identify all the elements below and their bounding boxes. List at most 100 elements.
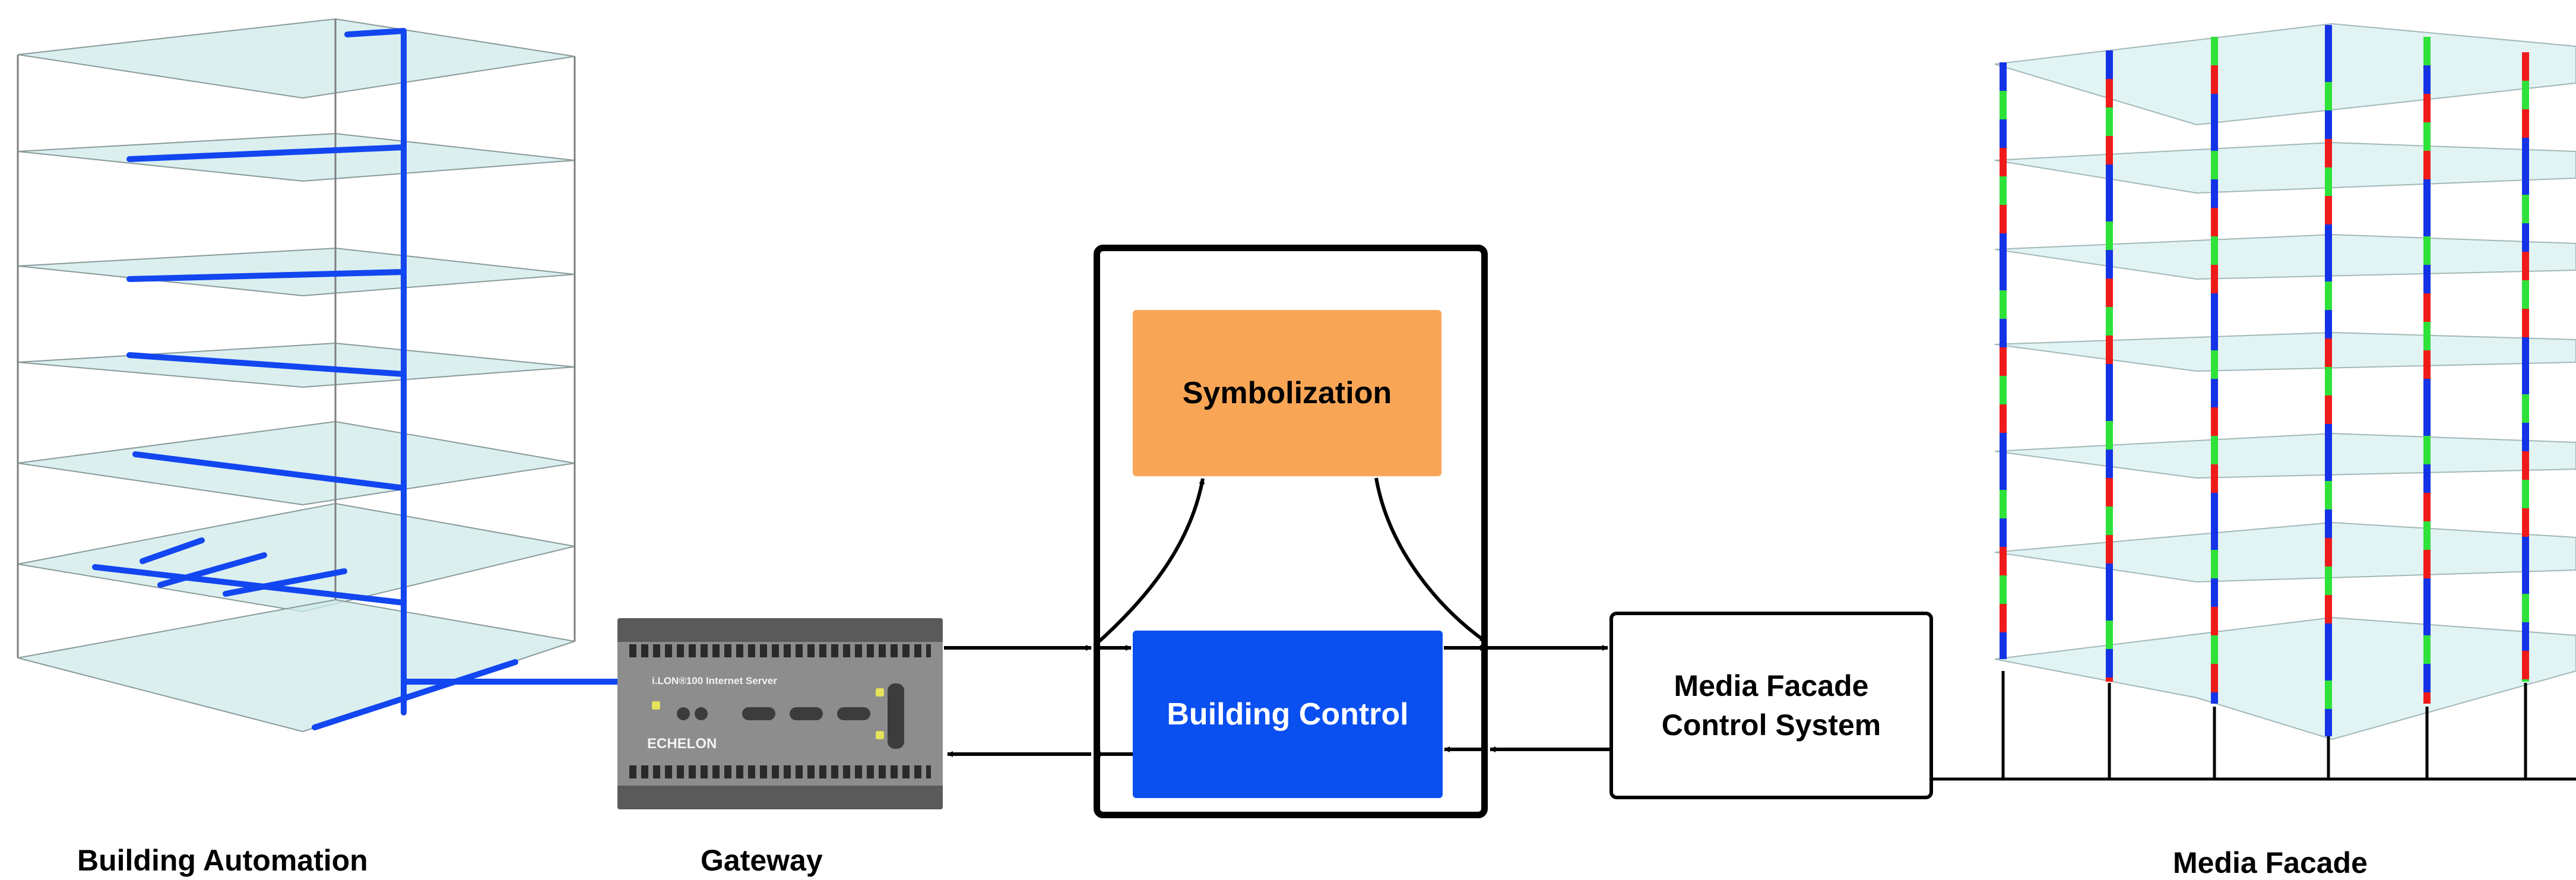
led-segment (2522, 166, 2529, 195)
gateway-brand-text: ECHELON (647, 736, 717, 752)
led-segment (2325, 595, 2332, 623)
led-segment (2000, 62, 2007, 91)
gateway-port (695, 707, 708, 720)
gateway-model-text: i.LON®100 Internet Server (652, 675, 777, 686)
led-segment (2522, 565, 2529, 594)
led-segment (2325, 338, 2332, 367)
media-facade-model (1933, 23, 2576, 781)
control-frame (1094, 245, 1488, 818)
led-segment (2211, 664, 2218, 692)
led-segment (2325, 110, 2332, 139)
floor-plane (17, 502, 575, 613)
led-segment (2423, 350, 2431, 379)
led-segment (2423, 265, 2431, 293)
led-segment (2522, 223, 2529, 252)
floor-plane (17, 132, 575, 182)
led-segment (2211, 94, 2218, 122)
led-segment (2325, 395, 2332, 424)
building-control-box: Building Control (1133, 631, 1443, 798)
led-segment (2522, 366, 2529, 394)
gateway-port (677, 707, 690, 720)
gateway-bottom-rail (617, 786, 943, 809)
led-segment (2000, 205, 2007, 233)
led-segment (2423, 122, 2431, 151)
led-segment (2211, 578, 2218, 607)
led-segment (2423, 236, 2431, 265)
led-segment (2522, 480, 2529, 508)
led-segment (2325, 566, 2332, 595)
led-segment (2106, 250, 2113, 278)
led-segment (2211, 379, 2218, 407)
led-segment (2106, 50, 2113, 79)
led-segment (2423, 37, 2431, 65)
facade-floor-plane (1994, 233, 2576, 280)
automation-pipes (92, 28, 620, 730)
led-segment (2325, 538, 2332, 566)
led-segment (2325, 53, 2332, 82)
led-segment (2423, 607, 2431, 635)
media-facade-control-system-box: Media Facade Control System (1609, 612, 1933, 799)
facade-floor-plane (1994, 432, 2576, 479)
led-segment (2211, 350, 2218, 379)
led-segment (2106, 79, 2113, 107)
led-segment (2211, 208, 2218, 236)
led-segment (2211, 37, 2218, 65)
led-segment (2325, 424, 2332, 452)
floor-plane (17, 420, 575, 506)
led-segment (2423, 521, 2431, 550)
led-segment (2000, 262, 2007, 290)
led-segment (2211, 151, 2218, 179)
led-segment (2522, 537, 2529, 565)
led-segment (2000, 547, 2007, 575)
led-segment (2211, 293, 2218, 322)
led-segment (2106, 364, 2113, 392)
led-segment (2106, 421, 2113, 450)
symbolization-box: Symbolization (1133, 310, 1441, 476)
led-segment (2423, 94, 2431, 122)
media-facade-caption: Media Facade (2173, 846, 2368, 879)
led-segment (2000, 604, 2007, 632)
gateway-port (837, 707, 870, 720)
building-control-label: Building Control (1167, 697, 1409, 732)
led-segment (2000, 91, 2007, 119)
led-segment (2522, 109, 2529, 138)
led-segment (2106, 193, 2113, 221)
symbolization-label: Symbolization (1182, 376, 1392, 410)
led-segment (2211, 464, 2218, 493)
building-automation-model (17, 18, 620, 733)
led-segment (2106, 392, 2113, 421)
led-segment (2211, 692, 2218, 704)
led-segment (2522, 138, 2529, 166)
led-segment (2522, 252, 2529, 280)
led-segment (2211, 236, 2218, 265)
led-strips (2000, 25, 2529, 736)
led-segment (2106, 621, 2113, 649)
gateway-status-led (876, 688, 884, 697)
led-segment (2423, 664, 2431, 692)
led-segment (2000, 575, 2007, 604)
facade-bus (1933, 671, 2576, 781)
gateway-top-rail (617, 618, 943, 642)
led-segment (2325, 167, 2332, 196)
led-segment (2000, 461, 2007, 490)
gateway-bottom-terminals (629, 765, 931, 778)
led-segment (2106, 478, 2113, 507)
led-segment (2423, 436, 2431, 464)
facade-floor-plane (1994, 331, 2576, 372)
led-segment (2000, 376, 2007, 404)
facade-floor-plane (1994, 141, 2576, 194)
led-segment (2000, 176, 2007, 205)
led-segment (2211, 635, 2218, 664)
led-segment (2000, 290, 2007, 319)
led-segment (2522, 451, 2529, 480)
facade-floor-plane (1994, 521, 2576, 583)
led-segment (2325, 452, 2332, 481)
led-segment (2325, 310, 2332, 338)
led-segment (2522, 195, 2529, 223)
led-segment (2522, 337, 2529, 366)
floor-plane (17, 18, 575, 99)
led-segment (2522, 394, 2529, 423)
building-automation-caption: Building Automation (77, 844, 368, 877)
flow-arrows (944, 477, 1609, 757)
led-segment (2522, 280, 2529, 309)
